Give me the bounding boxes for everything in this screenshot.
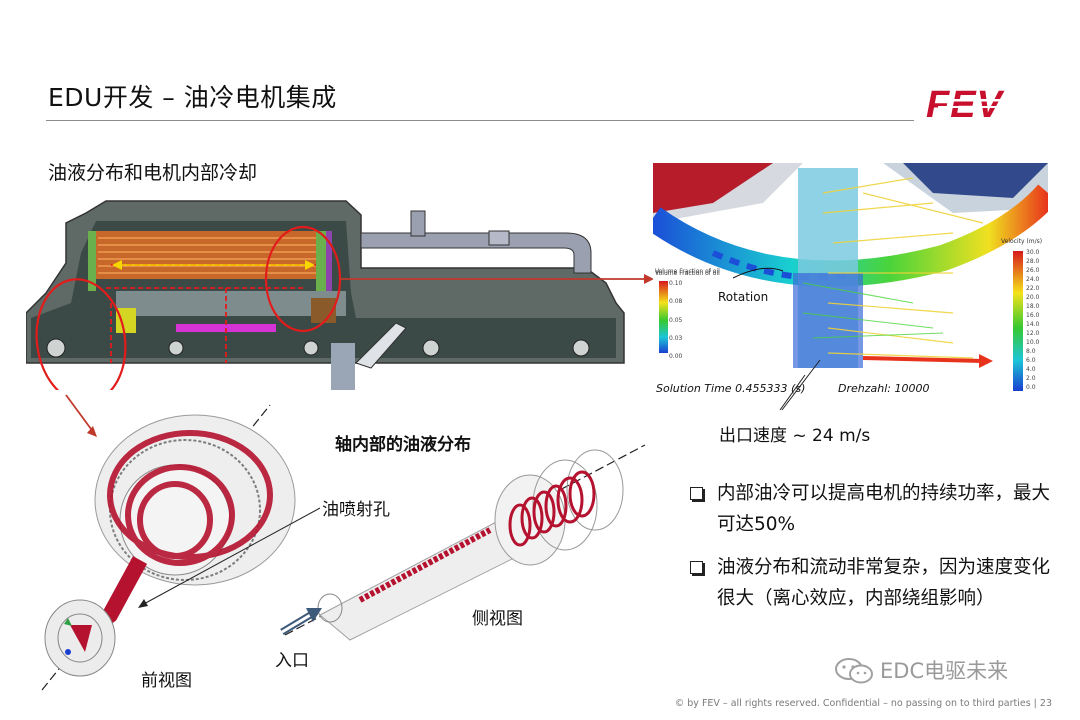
velocity-tick: 0.0 xyxy=(1026,384,1036,391)
outlet-speed-label: 出口速度 ~ 24 m/s xyxy=(719,426,871,446)
bullet-item: 油液分布和流动非常复杂，因为速度变化很大（离心效应，内部绕组影响） xyxy=(688,552,1068,614)
oil-fraction-scale-title: Volume Fraction of oil xyxy=(655,268,720,275)
velocity-tick: 4.0 xyxy=(1026,366,1036,373)
shaft-oil-title: 轴内部的油液分布 xyxy=(335,435,471,455)
oil-fraction-tick: 0.00 xyxy=(669,353,683,360)
velocity-tick: 12.0 xyxy=(1026,330,1040,337)
svg-text:FEV: FEV xyxy=(926,86,1005,120)
bullet-text: 油液分布和流动非常复杂，因为速度变化很大（离心效应，内部绕组影响） xyxy=(717,557,1051,609)
velocity-tick: 6.0 xyxy=(1026,357,1036,364)
oil-fraction-tick: 0.10 xyxy=(669,280,683,287)
solution-time-label: Solution Time 0.455333 (s) xyxy=(656,382,806,395)
oil-fraction-tick: 0.08 xyxy=(669,298,683,306)
watermark-text: EDC电驱未来 xyxy=(880,659,1009,683)
bullet-item: 内部油冷可以提高电机的持续功率，最大可达50% xyxy=(688,478,1068,540)
oil-fraction-scale-ticks: 0.10 0.08 0.05 0.03 0.00 xyxy=(669,280,689,360)
outlet-pointer-lines xyxy=(779,359,821,411)
velocity-tick: 2.0 xyxy=(1026,375,1036,382)
svg-text:Volume Fraction of oil: Volume Fraction of oil xyxy=(655,270,720,277)
checkbox-bullet-icon xyxy=(690,487,703,500)
footer-copyright: © by FEV – all rights reserved. Confiden… xyxy=(674,698,1052,709)
speed-label: Drehzahl: 10000 xyxy=(838,382,930,395)
section-subtitle: 油液分布和电机内部冷却 xyxy=(48,162,258,184)
velocity-tick: 16.0 xyxy=(1026,312,1040,319)
rotation-label: Rotation xyxy=(718,290,769,304)
motor-cross-section xyxy=(26,193,626,390)
svg-text:Velocity (m/s): Velocity (m/s) xyxy=(1001,238,1042,245)
front-view-label: 前视图 xyxy=(141,671,192,691)
shaft-oil-3d-views xyxy=(41,404,646,691)
velocity-tick: 24.0 xyxy=(1026,276,1040,283)
inlet-label: 入口 xyxy=(275,651,309,671)
velocity-tick: 8.0 xyxy=(1026,348,1036,355)
velocity-scale-ticks: 30.0 28.0 26.0 24.0 22.0 20.0 18.0 16.0 … xyxy=(1026,249,1048,391)
bullet-text: 内部油冷可以提高电机的持续功率，最大可达50% xyxy=(717,483,1051,535)
bullet-list: 内部油冷可以提高电机的持续功率，最大可达50% 油液分布和流动非常复杂，因为速度… xyxy=(688,478,1068,626)
side-view-label: 侧视图 xyxy=(472,609,523,629)
oil-fraction-tick: 0.03 xyxy=(669,334,683,342)
velocity-tick: 26.0 xyxy=(1026,267,1040,274)
velocity-tick: 14.0 xyxy=(1026,321,1040,328)
title-divider xyxy=(46,120,914,121)
oil-fraction-tick: 0.05 xyxy=(669,316,683,324)
cfd-simulation-image: Volume Fraction of oil Velocity (m/s) xyxy=(653,163,1048,393)
page-title: EDU开发 – 油冷电机集成 xyxy=(48,83,337,112)
checkbox-bullet-icon xyxy=(690,561,703,574)
velocity-tick: 20.0 xyxy=(1026,294,1040,301)
wechat-icon xyxy=(835,658,873,684)
velocity-tick: 28.0 xyxy=(1026,258,1040,265)
velocity-tick: 10.0 xyxy=(1026,339,1040,346)
velocity-tick: 18.0 xyxy=(1026,303,1040,310)
oil-jet-hole-label: 油喷射孔 xyxy=(322,500,390,520)
fev-logo: FEV xyxy=(926,86,1012,120)
velocity-tick: 22.0 xyxy=(1026,285,1040,292)
velocity-tick: 30.0 xyxy=(1026,249,1040,256)
